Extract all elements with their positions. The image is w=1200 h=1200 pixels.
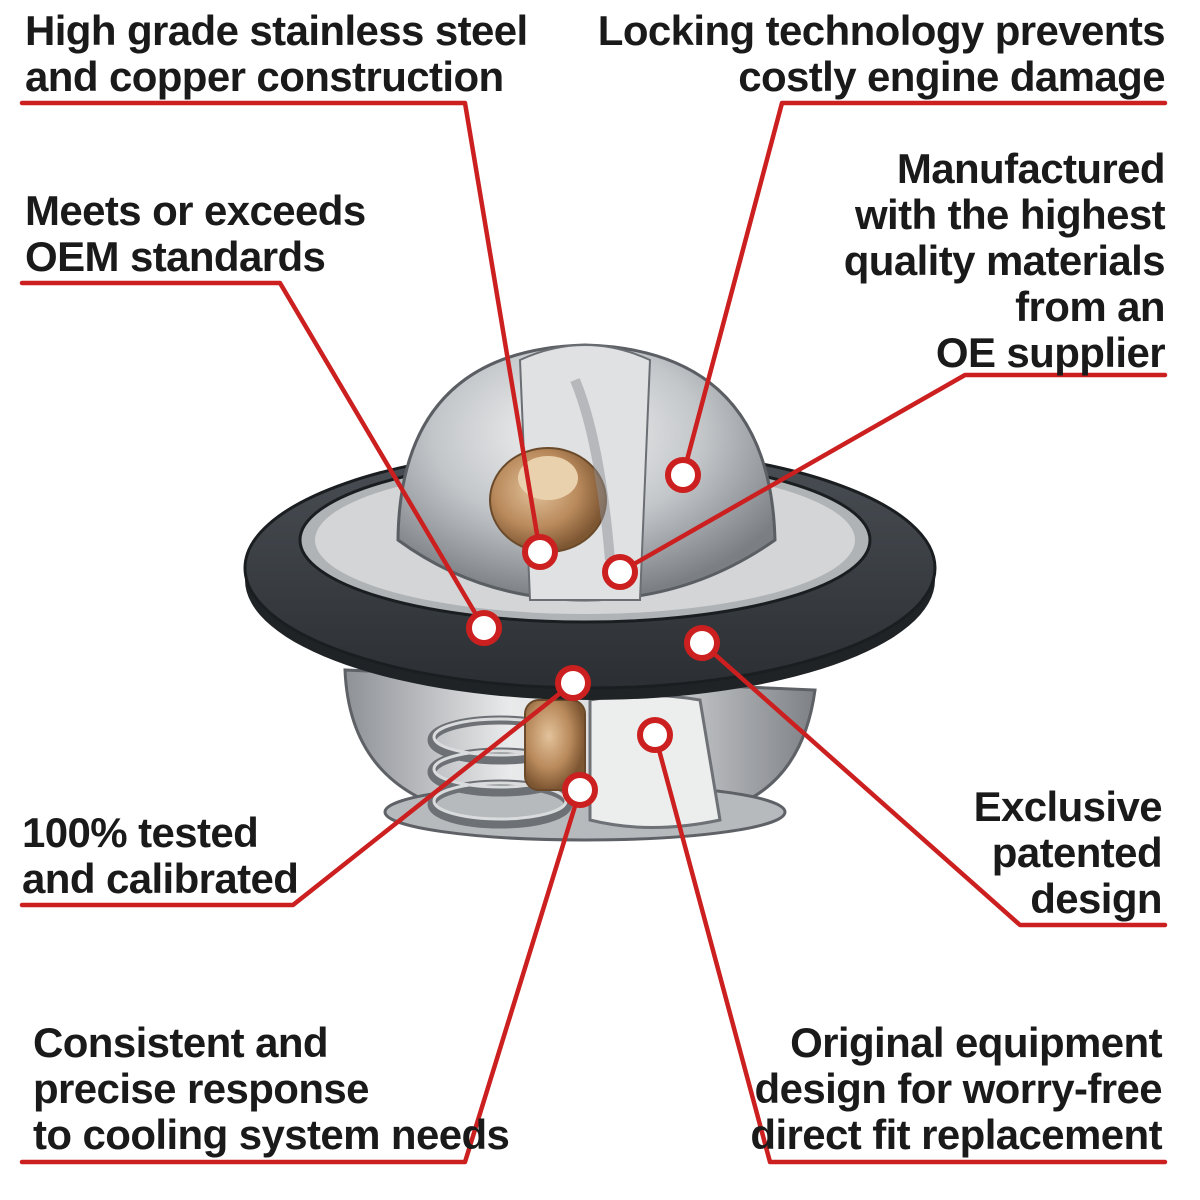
- leader-oem: [19, 280, 487, 631]
- leader-original: [652, 732, 1168, 1165]
- marker-dot-tested: [555, 665, 591, 701]
- marker-dot-stainless: [522, 534, 558, 570]
- leader-consistent: [19, 787, 583, 1165]
- leader-patented: [699, 640, 1168, 928]
- leader-lines: [19, 100, 1168, 1165]
- callout-original: Original equipment design for worry-free…: [750, 1019, 1162, 1158]
- marker-dots: [466, 457, 720, 808]
- callout-patented: Exclusive patented design: [973, 783, 1163, 922]
- marker-dot-consistent: [562, 772, 598, 808]
- marker-dot-locking: [665, 457, 701, 493]
- callout-oem: Meets or exceeds OEM standards: [25, 187, 366, 280]
- callout-consistent: Consistent and precise response to cooli…: [33, 1019, 510, 1158]
- callout-locking: Locking technology prevents costly engin…: [597, 7, 1166, 100]
- leader-manufactured: [617, 372, 1168, 575]
- leader-locking: [680, 100, 1168, 478]
- marker-dot-manufactured: [602, 554, 638, 590]
- callout-manufactured: Manufactured with the highest quality ma…: [843, 145, 1166, 376]
- marker-dot-patented: [684, 625, 720, 661]
- leader-tested: [19, 680, 576, 908]
- leader-stainless: [19, 100, 543, 555]
- marker-dot-oem: [466, 610, 502, 646]
- marker-dot-original: [637, 717, 673, 753]
- callout-stainless: High grade stainless steel and copper co…: [25, 7, 528, 100]
- callout-tested: 100% tested and calibrated: [22, 809, 299, 902]
- valve-dome: [396, 343, 777, 602]
